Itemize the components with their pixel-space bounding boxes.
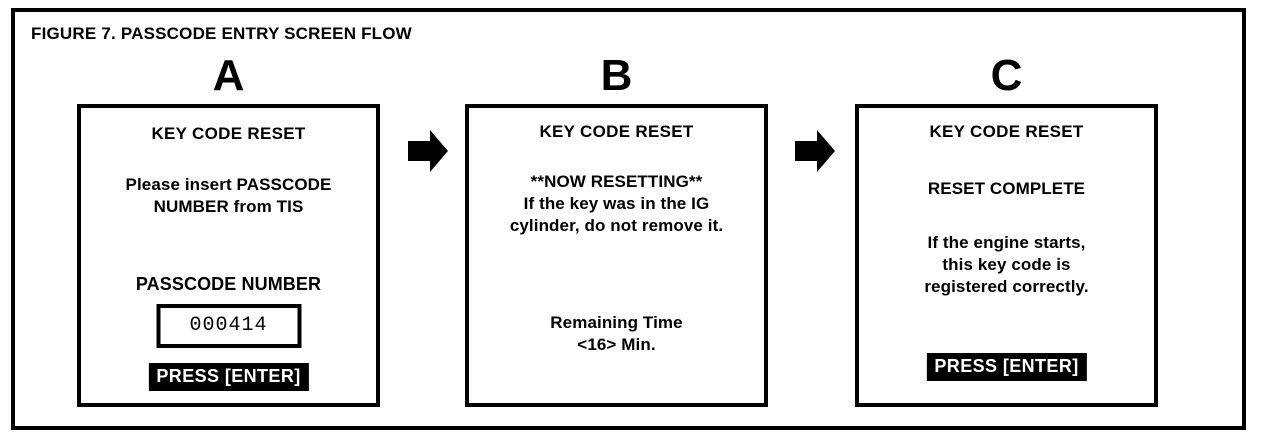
- screen-body-c-line-3: registered correctly.: [924, 277, 1089, 296]
- right-arrow-icon: [795, 130, 835, 172]
- passcode-field-label: PASSCODE NUMBER: [135, 274, 322, 294]
- panel-letter-b: B: [600, 51, 633, 100]
- flow-arrow-2: [795, 130, 835, 172]
- screen-panel-a: KEY CODE RESET Please insert PASSCODE NU…: [77, 104, 380, 407]
- passcode-value: 000414: [189, 314, 268, 337]
- screen-heading-b: KEY CODE RESET: [539, 122, 694, 141]
- screen-body-c-line-2: this key code is: [942, 255, 1071, 274]
- remaining-time-block: Remaining Time <16> Min.: [469, 312, 764, 356]
- screen-panel-b: KEY CODE RESET **NOW RESETTING** If the …: [465, 104, 768, 407]
- screen-body-b: **NOW RESETTING** If the key was in the …: [469, 171, 764, 237]
- screen-body-b-line-2: If the key was in the IG: [523, 194, 710, 213]
- remaining-time-value: <16> Min.: [577, 335, 656, 354]
- press-enter-button-a[interactable]: PRESS [ENTER]: [148, 363, 309, 391]
- flow-arrow-1: [408, 130, 448, 172]
- figure-title: FIGURE 7. PASSCODE ENTRY SCREEN FLOW: [31, 24, 412, 43]
- screen-body-a-line-2: NUMBER from TIS: [153, 197, 304, 216]
- press-enter-button-c[interactable]: PRESS [ENTER]: [926, 353, 1087, 381]
- screen-panel-c: KEY CODE RESET RESET COMPLETE If the eng…: [855, 104, 1158, 407]
- screen-heading-a: KEY CODE RESET: [151, 124, 306, 143]
- screen-body-c-line-1: If the engine starts,: [927, 233, 1086, 252]
- screen-body-c: If the engine starts, this key code is r…: [859, 232, 1154, 298]
- screen-body-b-line-3: cylinder, do not remove it.: [509, 216, 724, 235]
- reset-status-text: RESET COMPLETE: [927, 179, 1086, 198]
- screen-body-a-line-1: Please insert PASSCODE: [125, 175, 332, 194]
- screen-body-a: Please insert PASSCODE NUMBER from TIS: [81, 174, 376, 218]
- remaining-time-label: Remaining Time: [550, 313, 683, 332]
- panel-letter-a: A: [212, 51, 245, 100]
- screen-body-b-line-1: **NOW RESETTING**: [530, 172, 703, 191]
- right-arrow-icon: [408, 130, 448, 172]
- screen-heading-c: KEY CODE RESET: [929, 122, 1084, 141]
- passcode-input[interactable]: 000414: [156, 304, 301, 348]
- panel-letter-c: C: [990, 51, 1023, 100]
